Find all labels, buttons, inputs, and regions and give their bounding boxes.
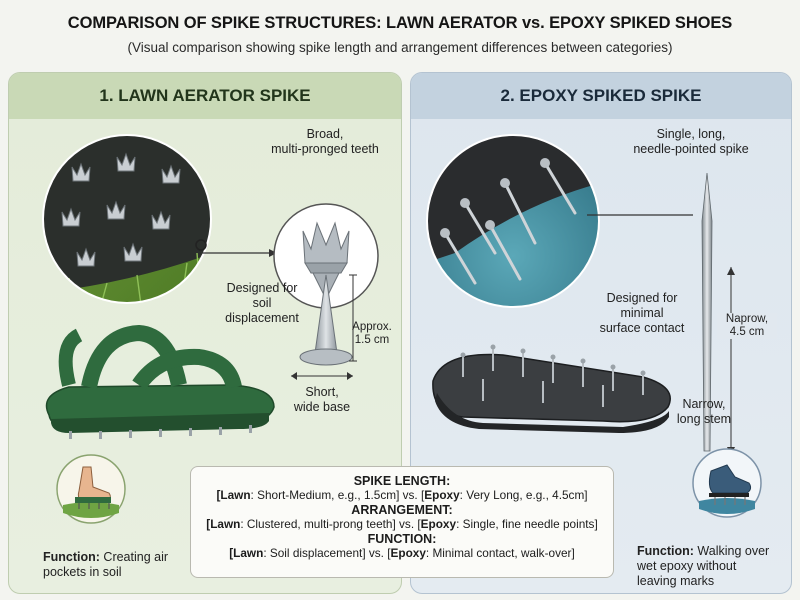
spike-length-heading: SPIKE LENGTH:	[353, 474, 451, 488]
epoxy-function-key: Function:	[637, 544, 694, 558]
lawn-panel-header: 1. LAWN AERATOR SPIKE	[9, 73, 401, 119]
lawn-function-label: Function: Creating air pockets in soil	[43, 535, 183, 580]
page-title: COMPARISON OF SPIKE STRUCTURES: LAWN AER…	[67, 14, 733, 32]
arrangement-row: [Lawn: Clustered, multi-prong teeth] vs.…	[191, 517, 613, 531]
connector-line	[587, 214, 693, 216]
needle-spike-icon	[701, 172, 713, 452]
epoxy-arrangement-value: : Single, fine needle points]	[456, 517, 598, 531]
arrangement-heading: ARRANGEMENT:	[351, 503, 453, 517]
lawn-aerator-panel: 1. LAWN AERATOR SPIKE	[8, 72, 402, 594]
lawn-function-value: : Soil displacement] vs. [	[263, 546, 391, 560]
green-sandal-icon	[45, 324, 275, 439]
crown-spike-icon	[273, 203, 379, 309]
base-width-arrow	[291, 372, 353, 380]
epoxy-function-text: Walking over wet epoxy without leaving m…	[637, 544, 770, 588]
label-narrow-stem: Narrow, long stem	[676, 397, 732, 426]
epoxy-panel-header: 2. EPOXY SPIKED SPIKE	[411, 73, 791, 119]
epoxy-function-value: : Minimal contact, walk-over]	[425, 546, 575, 560]
function-heading: FUNCTION:	[367, 532, 437, 546]
label-minimal-contact: Designed for minimal surface contact	[599, 291, 685, 335]
lawn-foot-icon	[56, 454, 126, 524]
lawn-function-key: Function:	[43, 550, 100, 564]
cone-spike-icon	[299, 274, 357, 366]
lawn-length-value: : Short-Medium, e.g., 1.5cm] vs. [	[250, 488, 425, 502]
spiked-sole-icon	[432, 344, 671, 433]
connector-arrow	[201, 249, 277, 257]
epoxy-key: Epoxy	[390, 546, 426, 560]
lawn-function-text: Creating air pockets in soil	[43, 550, 169, 579]
label-broad-teeth: Broad, multi-pronged teeth	[271, 127, 379, 156]
lawn-key: [Lawn	[206, 517, 241, 531]
label-single-needle: Single, long, needle-pointed spike	[633, 127, 749, 156]
function-row: [Lawn: Soil displacement] vs. [Epoxy: Mi…	[191, 546, 613, 560]
epoxy-function-label: Function: Walking over wet epoxy without…	[637, 529, 787, 589]
epoxy-spiked-panel: 2. EPOXY SPIKED SPIKE	[410, 72, 792, 594]
epoxy-length-value: : Very Long, e.g., 4.5cm]	[459, 488, 588, 502]
label-short-base: Short, wide base	[293, 385, 351, 414]
comparison-summary-box: SPIKE LENGTH: [Lawn: Short-Medium, e.g.,…	[190, 466, 614, 578]
needle-length-arrow	[727, 267, 735, 455]
label-soil-displacement: Designed for soil displacement	[225, 281, 299, 325]
lawn-key: [Lawn	[216, 488, 251, 502]
epoxy-sole-closeup-icon	[426, 134, 600, 308]
epoxy-key: Epoxy	[420, 517, 457, 531]
spike-length-row: [Lawn: Short-Medium, e.g., 1.5cm] vs. [E…	[191, 488, 613, 502]
lawn-arrangement-value: : Clustered, multi-prong teeth] vs. [	[240, 517, 421, 531]
label-narrow-length: Naprow, 4.5 cm	[717, 313, 777, 339]
epoxy-key: Epoxy	[424, 488, 460, 502]
label-approx-length: Approx. 1.5 cm	[352, 321, 392, 346]
aerator-sole-closeup-icon	[42, 134, 212, 304]
page-subtitle: (Visual comparison showing spike length …	[127, 40, 673, 55]
lawn-key: [Lawn	[229, 546, 264, 560]
epoxy-foot-icon	[692, 448, 762, 518]
